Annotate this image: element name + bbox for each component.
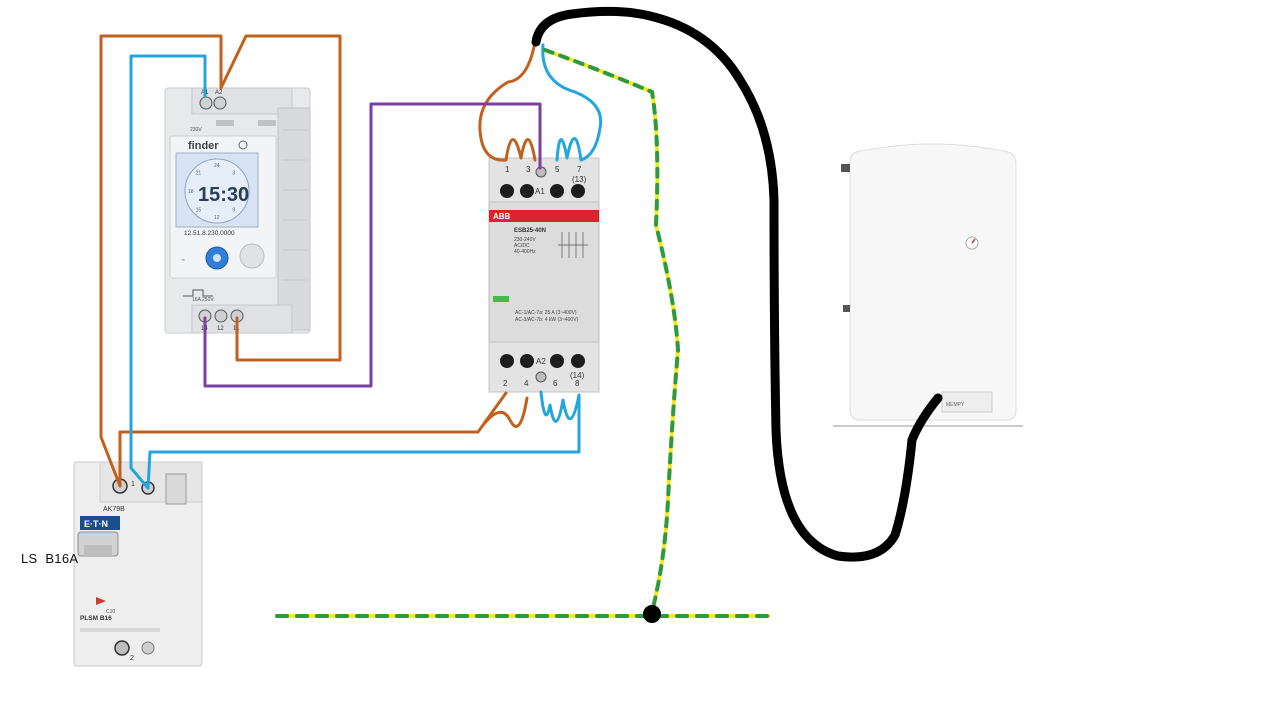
- wire-blue-contactor-top: [541, 43, 603, 162]
- wire-brown-to-contactor-bottom: [118, 391, 529, 488]
- dial-number: 21: [196, 171, 202, 177]
- contactor-bottom-2: 2: [503, 379, 508, 388]
- dial-number: 3: [232, 171, 235, 177]
- breaker-brand: E·T·N: [84, 519, 108, 529]
- contactor-terminal-5: [550, 184, 564, 198]
- wire-purple-timer-to-contactor-coil: [203, 102, 542, 388]
- water-heater: MEMPY: [833, 143, 1023, 427]
- dial-number: 12: [214, 215, 220, 221]
- contactor-brand: ABB: [493, 212, 511, 221]
- timer-model: 12.51.8.230.0000: [184, 230, 235, 237]
- contactor-top-aux: (13): [572, 175, 587, 184]
- wires: [99, 6, 943, 623]
- breaker-rating-sub: C10: [106, 609, 115, 615]
- dial-number: 24: [214, 163, 220, 169]
- dial-number: 15: [196, 207, 202, 213]
- dial-number: 18: [188, 189, 194, 195]
- contactor-indicator: [493, 296, 509, 302]
- wire-blue-to-contactor-bottom: [146, 390, 581, 490]
- contactor-bottom-4: 4: [524, 379, 529, 388]
- wire-brown-breaker-to-timer-a2: [99, 34, 342, 488]
- timer-terminal-12: [214, 309, 228, 323]
- contactor-rating-2: AC-3/AC-7b: 4 kW (3~400V): [515, 317, 579, 323]
- breaker-top-terminal: 1: [131, 481, 135, 488]
- contactor-terminal-8: [571, 354, 585, 368]
- contactor-terminal-3: [520, 184, 534, 198]
- contactor-terminal-2: [500, 354, 514, 368]
- contactor-top-7: 7: [577, 165, 582, 174]
- contactor-spec-3: 40-400Hz: [514, 249, 536, 255]
- timer-terminal-a2: [213, 96, 227, 110]
- heater-label: MEMPY: [946, 402, 965, 408]
- contactor-bottom-8: 8: [575, 379, 580, 388]
- wire-blue-breaker-to-timer-a1: [129, 54, 207, 490]
- timer-label-a2: A2: [215, 90, 223, 96]
- radio-icon: ⌁: [181, 257, 185, 264]
- dial-number: 9: [232, 207, 235, 213]
- breaker-side-label: LS B16A: [21, 551, 79, 566]
- breaker-terminal-bottom: [114, 640, 130, 656]
- timer-voltage: 230V: [190, 127, 202, 133]
- contactor-terminal-7: [571, 184, 585, 198]
- contactor-spec-2: AC/DC: [514, 243, 530, 249]
- timer-dial-numbers: 24 3 6 9 12 15 18 21: [188, 163, 243, 221]
- wire-brown-contactor-top: [478, 40, 537, 162]
- contactor-terminal-1: [500, 184, 514, 198]
- circuit-breaker: 1 AK79B E·T·N PLSM B16 C10 2: [73, 461, 203, 667]
- timer-terminal-a1: [199, 96, 213, 110]
- contactor-rating-1: AC-1/AC-7a: 25 A (3~400V): [515, 310, 577, 316]
- contactor-top-5: 5: [555, 165, 560, 174]
- contactor-spec-1: 230-240V: [514, 237, 536, 243]
- contactor-terminal-6: [550, 354, 564, 368]
- breaker-rating: PLSM B16: [80, 615, 112, 622]
- breaker-brand-plate: [80, 516, 120, 530]
- contactor-bottom-6: 6: [553, 379, 558, 388]
- breaker-trip-indicator: [96, 597, 106, 605]
- contactor-bottom-coil: A2: [536, 357, 546, 366]
- contactor: 1 3 5 7 (13) A1 ABB ESB25-40N 230-240V A…: [488, 157, 600, 393]
- heater-body: [849, 143, 1017, 421]
- contactor-bottom-aux: (14): [570, 371, 585, 380]
- contactor-stripe: [489, 210, 599, 222]
- timer-time: 15:30: [198, 184, 249, 206]
- breaker-model-code: AK79B: [103, 506, 125, 513]
- timer-nav-pad[interactable]: [239, 243, 265, 269]
- timer-brand: finder: [188, 140, 219, 152]
- cable-to-heater: [531, 6, 943, 562]
- contactor-top-coil: A1: [535, 187, 545, 196]
- contactor-top-1: 1: [505, 165, 510, 174]
- contactor-model: ESB25-40N: [514, 228, 546, 234]
- earth-junction-dot: [643, 605, 661, 623]
- contactor-top-3: 3: [526, 165, 531, 174]
- contactor-terminal-4: [520, 354, 534, 368]
- breaker-bottom-terminal: 2: [130, 655, 134, 662]
- timer-contact-rating: 16A 250V: [192, 297, 214, 303]
- clock-icon: [238, 140, 248, 150]
- timer-label-12: 12: [217, 326, 224, 332]
- dial-number: 6: [240, 189, 243, 195]
